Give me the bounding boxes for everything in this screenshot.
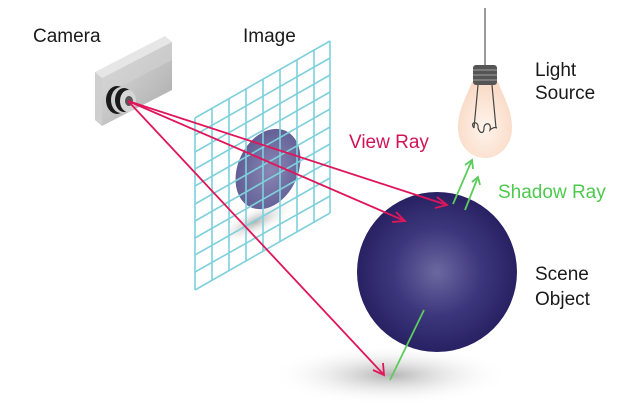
camera-label: Camera (33, 26, 101, 47)
sphere-icon (357, 192, 517, 352)
shadow-rays (389, 158, 481, 381)
view-ray-label: View Ray (349, 132, 429, 153)
sphere-shadow (270, 345, 510, 403)
view-rays (127, 100, 449, 377)
light-source-label-line1: Light (535, 60, 577, 81)
light-source-label-line2: Source (535, 83, 596, 104)
image-label: Image (243, 26, 296, 47)
projected-image-ellipse (235, 128, 301, 210)
light-bulb-icon (458, 8, 512, 158)
scene-object-label-line1: Scene (535, 264, 589, 285)
image-grid-icon (194, 40, 331, 291)
shadow-ray-label: Shadow Ray (498, 182, 606, 203)
scene-object-label-line2: Object (535, 289, 590, 310)
